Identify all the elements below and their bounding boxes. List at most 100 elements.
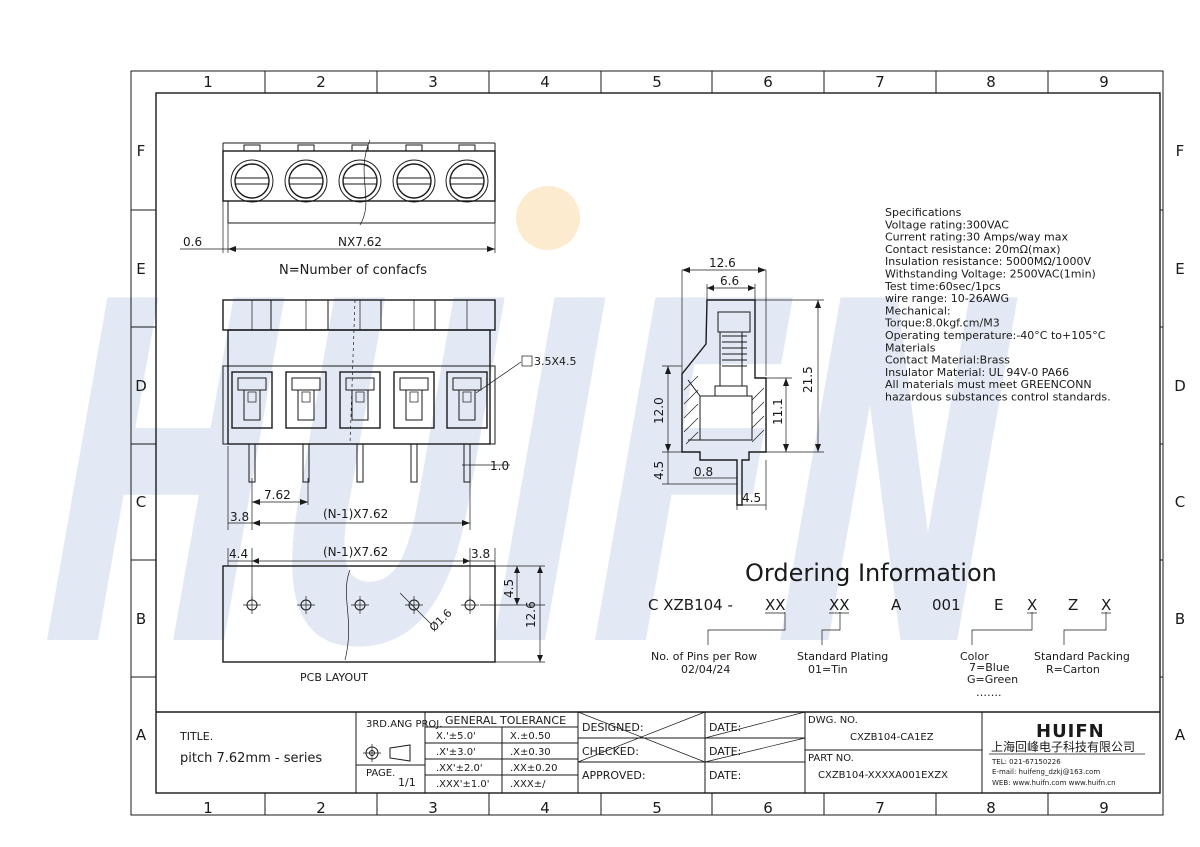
- legend-plating-value: 01=Tin: [808, 663, 848, 676]
- column-marker: 6: [763, 799, 773, 817]
- top-view: 0.6 NX7.62 N=Number of confacfs: [180, 139, 496, 278]
- row-marker: D: [1174, 377, 1186, 395]
- code-part: X: [1027, 596, 1037, 614]
- code-part: XX: [829, 596, 850, 614]
- dwg-value: CXZB104-CA1EZ: [850, 732, 934, 743]
- spec-line: Withstanding Voltage: 2500VAC(1min): [885, 268, 1096, 281]
- spec-line: Mechanical:: [885, 304, 951, 317]
- pcb-hole: [351, 596, 369, 614]
- spec-line: All materials must meet GREENCONN: [885, 378, 1092, 391]
- date-checked: DATE:: [709, 745, 741, 758]
- company-name: 上海回峰电子科技有限公司: [991, 739, 1135, 754]
- code-part: XX: [765, 596, 786, 614]
- column-marker: 1: [203, 799, 213, 817]
- legend-pins-value: 02/04/24: [681, 663, 730, 676]
- tolerance-angle: .X'±3.0': [436, 747, 476, 758]
- date-approved: DATE:: [709, 769, 741, 782]
- legend-color-more: …….: [976, 686, 1002, 699]
- screw-terminal: [230, 144, 274, 203]
- legend-pins-title: No. of Pins per Row: [651, 650, 757, 663]
- row-marker: A: [1175, 726, 1186, 744]
- code-part: Z: [1068, 596, 1078, 614]
- spec-line: Insulator Material: UL 94V-0 PA66: [885, 366, 1069, 379]
- legend-packing-value: R=Carton: [1046, 663, 1100, 676]
- front-view: 3.5X4.5 1.0 7.62 3.8 (N-1)X7.62: [222, 299, 577, 530]
- spec-line: Contact Material:Brass: [885, 354, 1010, 367]
- dim-body: 12.0: [652, 397, 666, 424]
- company-email: E-mail: huifeng_dzkj@163.com: [992, 768, 1100, 776]
- row-marker: C: [1175, 493, 1185, 511]
- watermark-text: HUIFN: [3, 203, 1060, 751]
- dwg-label: DWG. NO.: [808, 715, 858, 726]
- title-block: TITLE. pitch 7.62mm - series 3RD.ANG PRO…: [156, 711, 1160, 793]
- row-marker: F: [137, 142, 146, 160]
- pcb-dim-span: (N-1)X7.62: [323, 545, 388, 559]
- spec-line: Torque:8.0kgf.cm/M3: [884, 317, 1000, 330]
- tolerance-table: X.'±5.0'X.±0.50.X'±3.0'.X±0.30.XX'±2.0'.…: [436, 731, 558, 790]
- spec-line: Current rating:30 Amps/way max: [885, 231, 1068, 244]
- column-marker: 8: [986, 73, 996, 91]
- code-part: A: [891, 596, 902, 614]
- dim-inner: 6.6: [720, 274, 739, 288]
- pcb-hole: [297, 596, 315, 614]
- tolerance-angle: .XX'±2.0': [436, 763, 483, 774]
- screw-terminal: [338, 144, 382, 203]
- screw-terminal: [392, 144, 436, 203]
- company-web: WEB: www.huifn.com www.huifn.cn: [992, 779, 1116, 787]
- projection-symbol: [363, 744, 411, 762]
- part-value: CXZB104-XXXXA001EXZX: [818, 770, 948, 781]
- watermark-dot: [516, 186, 580, 250]
- spec-line: Specifications: [885, 206, 962, 219]
- legend-plating-title: Standard Plating: [797, 650, 888, 663]
- spec-line: Operating temperature:-40°C to+105°C: [885, 329, 1106, 342]
- tolerance-linear: X.±0.50: [510, 731, 551, 742]
- dim-low: 4.5: [652, 461, 666, 480]
- dim-pin-width: 0.8: [694, 465, 713, 479]
- tolerance-angle: X.'±5.0': [436, 731, 476, 742]
- code-part: X: [1101, 596, 1111, 614]
- column-marker: 3: [428, 799, 438, 817]
- row-marker: B: [136, 610, 146, 628]
- dim-overall: NX7.62: [338, 235, 382, 249]
- legend-color-blue: 7=Blue: [969, 661, 1010, 674]
- tolerance-header: GENERAL TOLERANCE: [445, 714, 566, 727]
- page-label: PAGE.: [366, 768, 395, 779]
- dim-foot: 4.5: [742, 491, 761, 505]
- row-marker: E: [136, 260, 145, 278]
- column-marker: 5: [652, 799, 662, 817]
- approved-label: APPROVED:: [582, 769, 646, 782]
- company-tel: TEL: 021-67150226: [991, 758, 1061, 766]
- watermark: HUIFN: [3, 186, 1060, 751]
- dim-pin-length: 11.1: [771, 398, 785, 425]
- spec-line: Insulation resistance: 5000MΩ/1000V: [885, 255, 1091, 268]
- dim-pitch: 7.62: [264, 488, 291, 502]
- dim-square: 3.5X4.5: [534, 355, 577, 368]
- pcb-caption: PCB LAYOUT: [300, 671, 368, 684]
- spec-line: Materials: [885, 341, 936, 354]
- dim-offset: 0.6: [183, 235, 202, 249]
- dim-width: 12.6: [709, 256, 736, 270]
- terminal-slot: [446, 300, 488, 483]
- front-view-terminals: [231, 300, 488, 483]
- column-marker: 2: [316, 799, 326, 817]
- row-marker: A: [136, 726, 147, 744]
- tolerance-angle: .XXX'±1.0': [436, 779, 490, 790]
- tolerance-linear: .XX±0.20: [510, 763, 558, 774]
- terminal-slot: [285, 300, 327, 483]
- terminal-slot: [339, 300, 381, 483]
- legend-packing-title: Standard Packing: [1034, 650, 1130, 663]
- pcb-hole: [243, 596, 261, 614]
- spec-line: Voltage rating:300VAC: [885, 218, 1009, 231]
- pcb-hole: [405, 596, 423, 614]
- pcb-dim-right: 3.8: [471, 547, 490, 561]
- title-label: TITLE.: [179, 730, 213, 743]
- top-view-screws: [230, 144, 489, 203]
- title-value: pitch 7.62mm - series: [180, 751, 322, 766]
- date-designed: DATE:: [709, 721, 741, 734]
- proj-label: 3RD.ANG PROJ.: [366, 719, 442, 730]
